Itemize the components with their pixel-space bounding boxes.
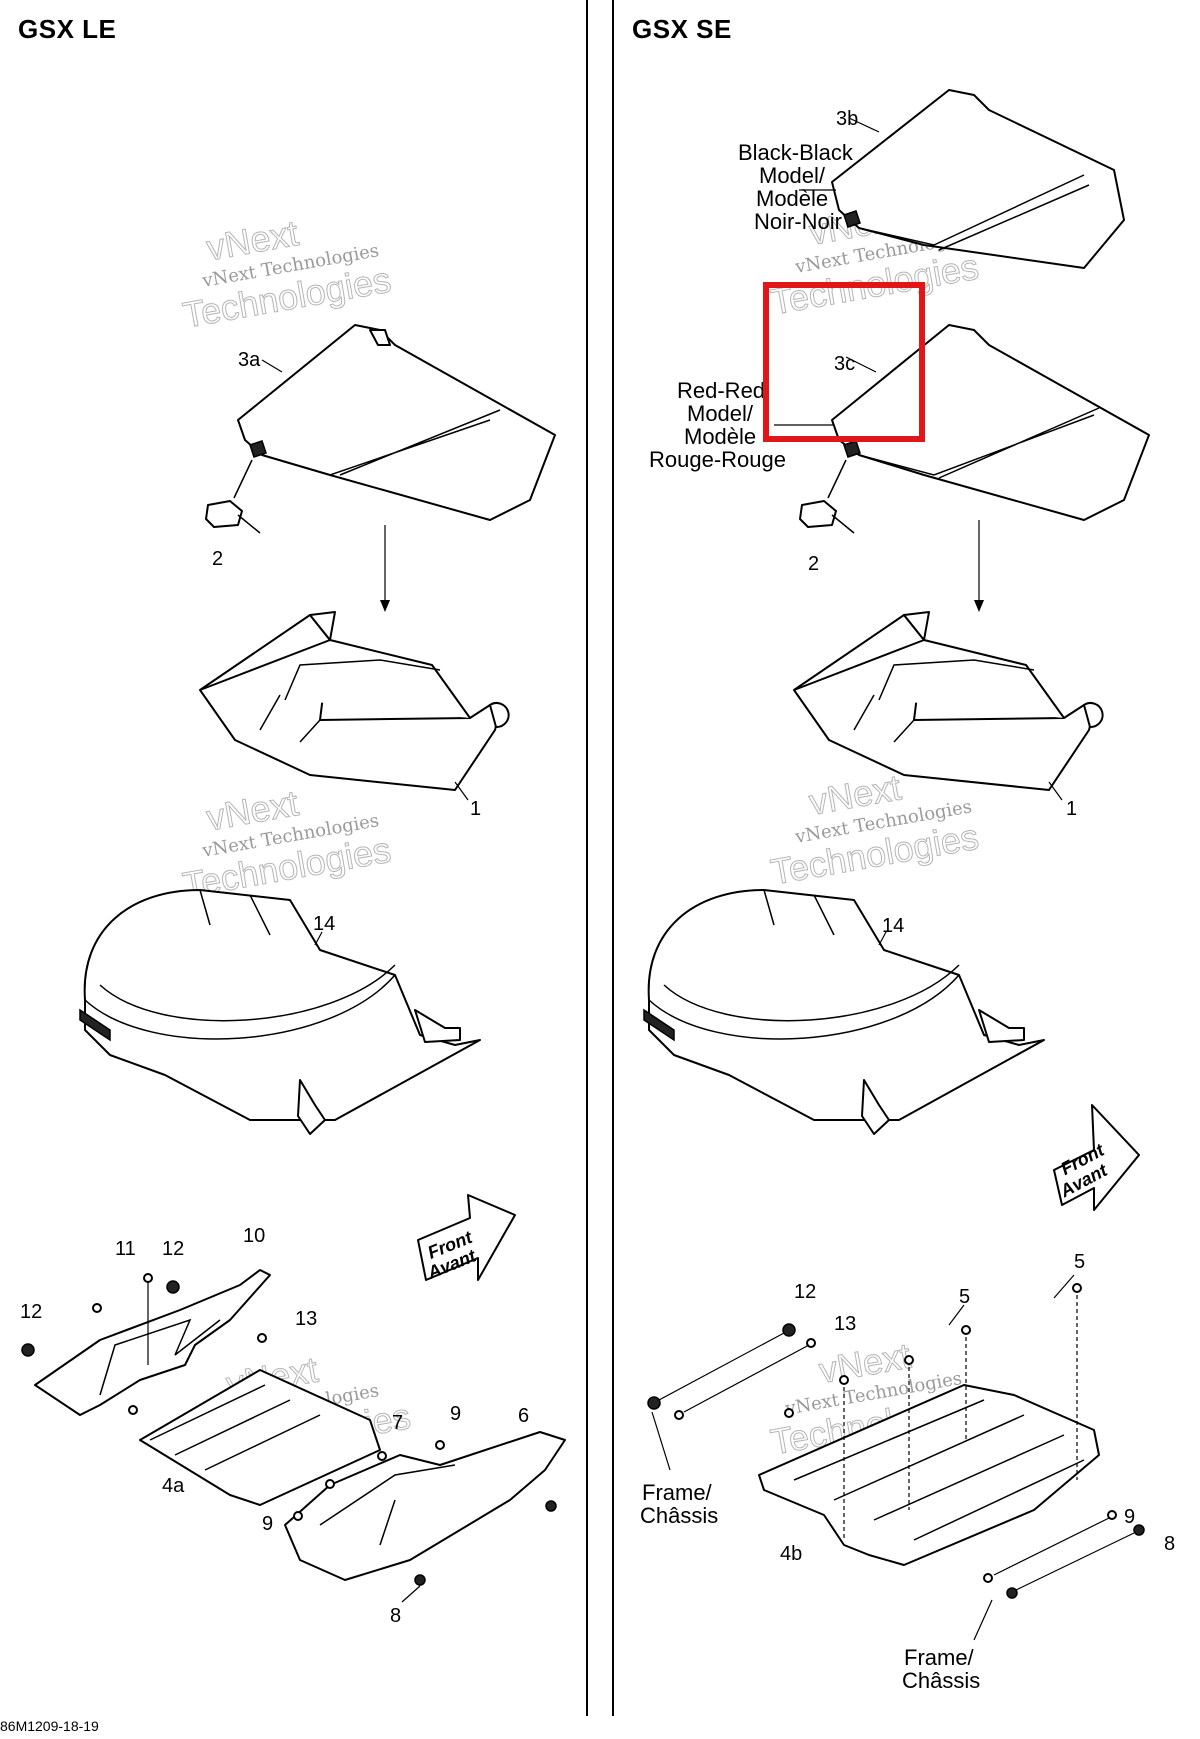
screw-9-icon xyxy=(293,1511,303,1521)
highlight-box-3c xyxy=(763,282,925,442)
callout-4b: 4b xyxy=(780,1543,802,1565)
callout-9: 9 xyxy=(262,1513,273,1535)
model-label-red: Red-Red Model/ Modèle Rouge-Rouge xyxy=(649,378,786,472)
panel-gsx-le: GSX LE vNext vNext Technologies Technolo… xyxy=(0,0,588,1716)
windshield-3c xyxy=(831,324,1150,521)
callout-13: 13 xyxy=(834,1313,856,1335)
screw-11-icon xyxy=(143,1273,153,1283)
skid-plate-4a xyxy=(139,1369,381,1506)
callout-8: 8 xyxy=(1164,1533,1175,1555)
callout-6: 6 xyxy=(518,1405,529,1427)
callout-12: 12 xyxy=(20,1301,42,1323)
svg-text:Châssis: Châssis xyxy=(902,1668,980,1693)
nut-12-icon xyxy=(782,1323,796,1337)
front-arrow-icon: Front Avant xyxy=(1053,1104,1140,1211)
callout-8: 8 xyxy=(390,1605,401,1627)
front-arrow-icon: Front Avant xyxy=(417,1194,516,1283)
nut-icon xyxy=(1006,1587,1018,1599)
callout-2: 2 xyxy=(212,548,223,570)
callout-11: 11 xyxy=(115,1238,136,1260)
svg-text:Modèle: Modèle xyxy=(684,424,756,449)
callout-4a: 4a xyxy=(162,1475,185,1497)
svg-text:Black-Black: Black-Black xyxy=(738,140,854,165)
upper-body-1 xyxy=(199,611,510,791)
cover-14 xyxy=(79,889,481,1135)
callout-14: 14 xyxy=(313,913,335,935)
svg-text:Modèle: Modèle xyxy=(756,186,828,211)
frame-label-1: Frame/ Châssis xyxy=(640,1480,718,1528)
nut-8-icon xyxy=(545,1500,557,1512)
svg-text:Red-Red: Red-Red xyxy=(677,378,765,403)
callout-12: 12 xyxy=(162,1238,184,1260)
screw-icon xyxy=(784,1408,794,1418)
screw-icon xyxy=(325,1479,335,1489)
clip-2 xyxy=(205,459,261,534)
screw-icon xyxy=(674,1410,684,1420)
panel-title-gsx-le: GSX LE xyxy=(18,14,117,44)
screw-5-icon xyxy=(961,1325,971,1335)
bracket-6 xyxy=(284,1431,566,1581)
watermark: vNext vNext Technologies Technologies xyxy=(179,782,394,906)
callout-3a: 3a xyxy=(238,349,261,371)
windshield-3b xyxy=(831,89,1125,269)
nut-12-icon xyxy=(166,1280,180,1294)
plate-10 xyxy=(34,1269,271,1416)
svg-text:Frame/: Frame/ xyxy=(642,1480,713,1505)
svg-text:Frame/: Frame/ xyxy=(904,1645,975,1670)
screw-icon xyxy=(128,1405,138,1415)
callout-5: 5 xyxy=(959,1286,970,1308)
svg-text:Model/: Model/ xyxy=(687,401,754,426)
panel-gsx-se: GSX SE vNext vNext Technologies Technolo… xyxy=(612,0,1200,1716)
screw-5-icon xyxy=(1072,1283,1082,1293)
screw-9-icon xyxy=(435,1440,445,1450)
diagram-reference-code: 86M1209-18-19 xyxy=(0,1718,99,1734)
screw-icon xyxy=(839,1375,849,1385)
callout-7: 7 xyxy=(392,1412,403,1434)
panel-title-gsx-se: GSX SE xyxy=(632,14,732,44)
screw-icon xyxy=(904,1355,914,1365)
watermark: vNext vNext Technologies Technologies xyxy=(179,212,394,336)
nut-8-icon xyxy=(414,1574,426,1586)
assembly-arrow xyxy=(380,525,390,612)
clip-2 xyxy=(799,459,855,534)
upper-body-1 xyxy=(793,611,1104,791)
callout-5: 5 xyxy=(1074,1251,1085,1273)
callout-9: 9 xyxy=(1124,1506,1135,1528)
model-label-black: Black-Black Model/ Modèle Noir-Noir xyxy=(738,140,854,234)
gsx-le-exploded-view: vNext vNext Technologies Technologies vN… xyxy=(20,212,566,1627)
frame-label-2: Frame/ Châssis xyxy=(902,1645,980,1693)
callout-3b: 3b xyxy=(836,108,858,130)
svg-text:Noir-Noir: Noir-Noir xyxy=(754,209,842,234)
callout-3c: 3c xyxy=(834,353,855,375)
callout-14: 14 xyxy=(882,915,904,937)
callout-10: 10 xyxy=(243,1225,265,1247)
cover-14 xyxy=(643,889,1045,1135)
screw-7-icon xyxy=(377,1451,387,1461)
windshield-3a xyxy=(237,324,556,521)
screw-13-icon xyxy=(257,1333,267,1343)
nut-12-icon xyxy=(21,1343,35,1357)
nut-icon xyxy=(647,1396,661,1410)
screw-9-icon xyxy=(1107,1510,1117,1520)
svg-text:Châssis: Châssis xyxy=(640,1503,718,1528)
callout-1: 1 xyxy=(1066,798,1077,820)
svg-text:Model/: Model/ xyxy=(759,163,826,188)
gsx-se-exploded-view: vNext vNext Technologies Technologies vN… xyxy=(640,89,1175,1693)
screw-icon xyxy=(983,1573,993,1583)
assembly-arrow xyxy=(974,520,984,612)
callout-1: 1 xyxy=(470,798,481,820)
screw-icon xyxy=(92,1303,102,1313)
svg-text:Rouge-Rouge: Rouge-Rouge xyxy=(649,447,786,472)
callout-9: 9 xyxy=(450,1403,461,1425)
callout-12: 12 xyxy=(794,1281,816,1303)
callout-13: 13 xyxy=(295,1308,317,1330)
callout-2: 2 xyxy=(808,553,819,575)
nut-8-icon xyxy=(1133,1524,1145,1536)
